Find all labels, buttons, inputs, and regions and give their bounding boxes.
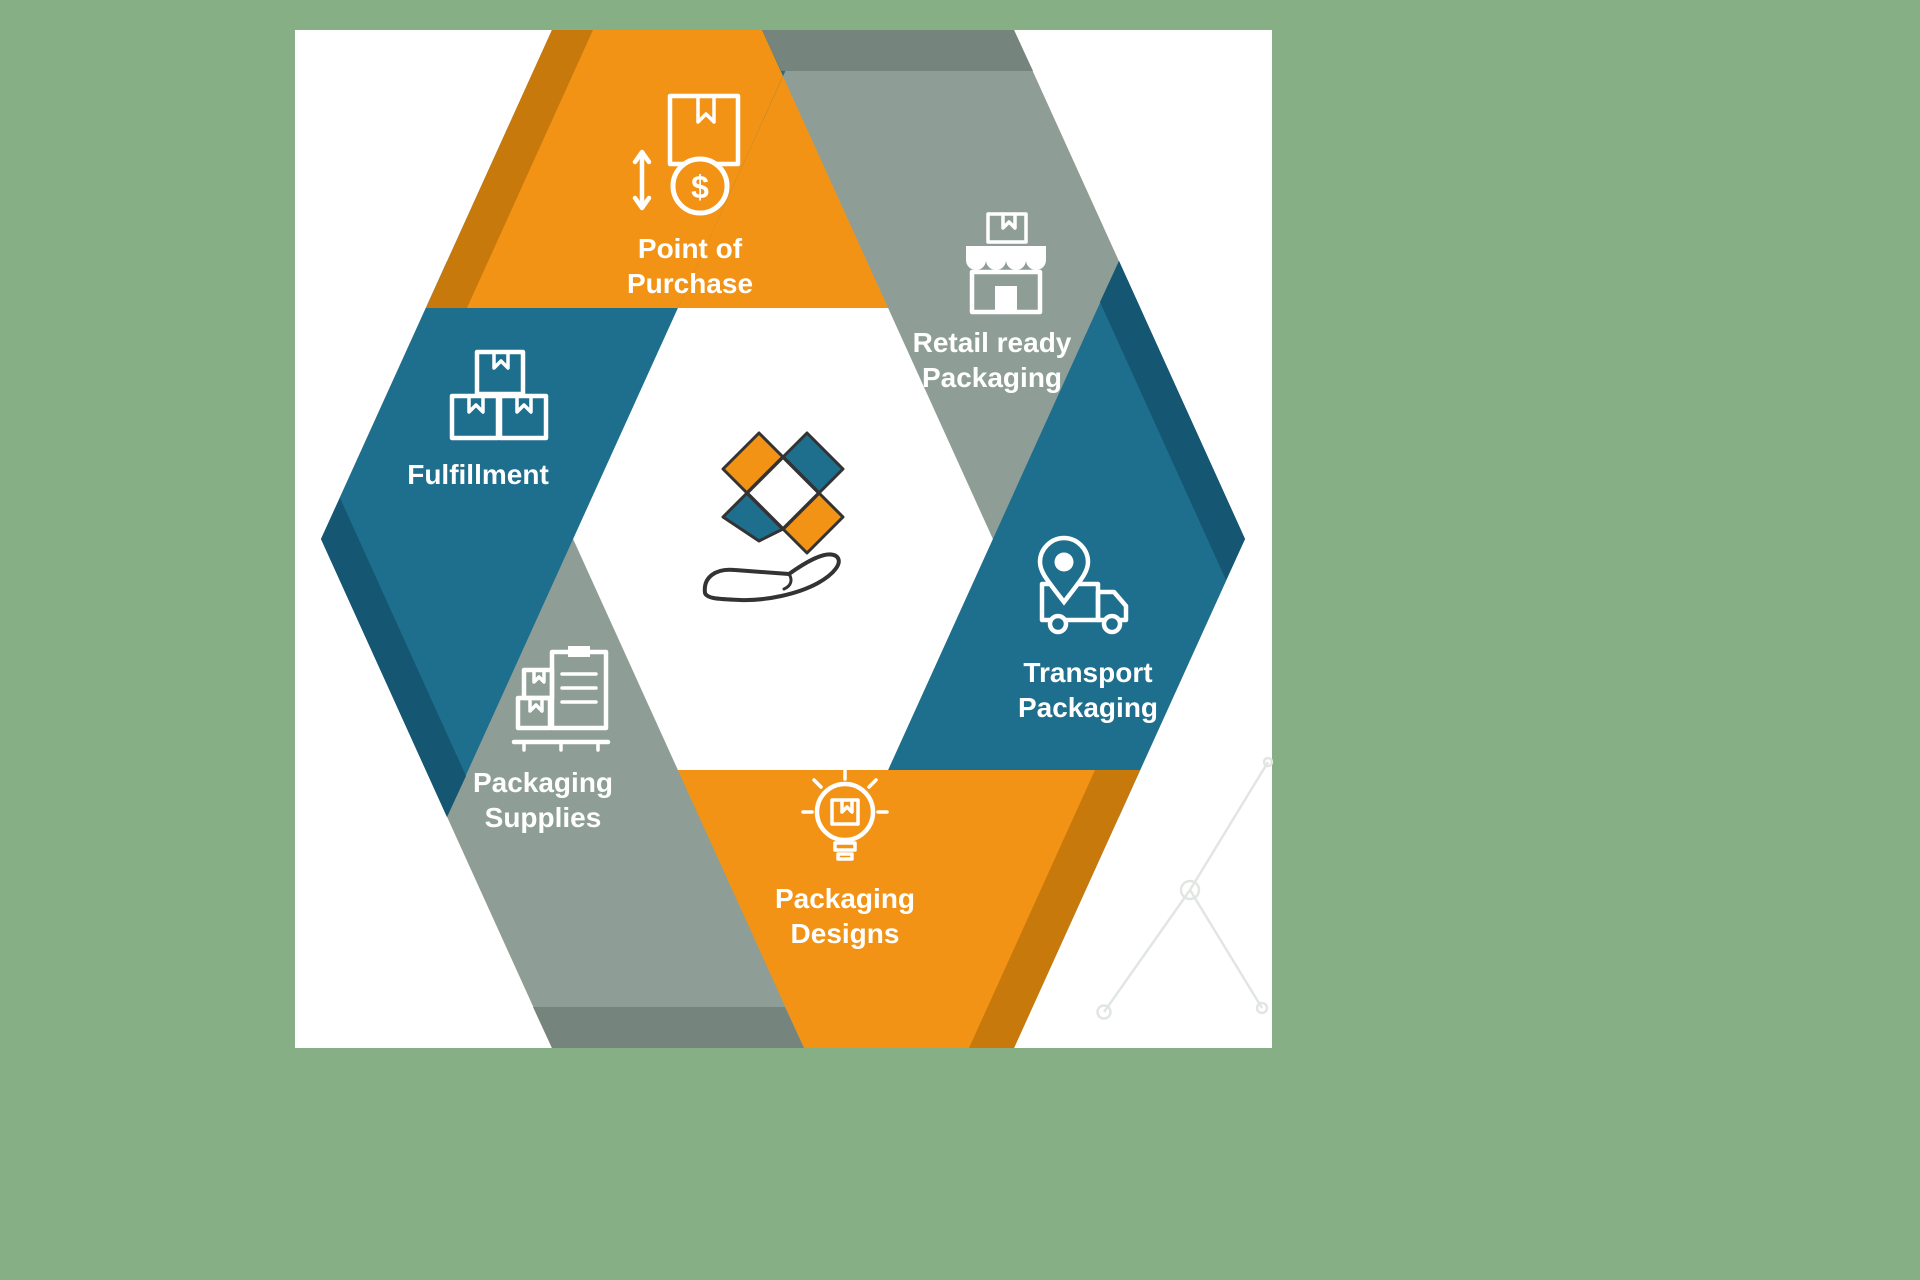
truck-location-pin-icon [1037,535,1129,635]
segment-label-line: Supplies [485,802,602,833]
segment-point-of-purchase-band-overlap [426,30,783,308]
fold-shadow-orange-top [426,30,593,308]
bulb-box [830,798,860,826]
segment-packaging-supplies: Packaging Supplies [473,646,613,833]
segment-label-line: Packaging [922,362,1062,393]
fulfillment-box-bookmark [515,394,533,414]
hand-open-box-icon [702,431,845,603]
price-box-dollar-icon: $ [632,93,741,216]
truck-wheel [1047,613,1069,635]
awning-scallop [1006,250,1026,270]
fold-shadow-orange-bottom [969,770,1140,1048]
bulb-base-tip [836,852,854,861]
watermark-node [1096,1004,1112,1020]
awning-scallop [1026,250,1046,270]
clipboard-clip [568,646,590,657]
segment-label-line: Packaging [775,883,915,914]
bulb-glass [814,781,876,843]
segment-label-line: Point of [638,233,743,264]
awning-scallop [986,250,1006,270]
sign-bookmark-mark [1001,212,1017,230]
segment-packaging-designs: Packaging Designs [775,769,915,949]
dollar-sign: $ [691,169,709,205]
fold-shadow-gray-left [533,1007,804,1048]
hand-finger-line [782,572,793,591]
watermark-node [1255,1001,1269,1015]
bulb-ray [812,778,823,789]
dollar-coin [670,156,730,216]
segment-label-line: Packaging [473,767,613,798]
watermark-node [1262,756,1274,768]
truck-cab [1095,589,1129,623]
segment-transport-packaging: Transport Packaging [1018,535,1158,723]
fulfillment-box-right [497,393,549,441]
price-arrow-down-head [632,195,652,211]
fold-shadow-teal-left [321,498,466,817]
segment-retail-ready-packaging: Retail ready Packaging [913,212,1072,393]
segment-label-line: Purchase [627,268,753,299]
segment-fulfillment: Fulfillment [407,349,549,490]
storefront-icon [966,212,1046,315]
supplies-box [521,667,555,701]
fulfillment-box-bookmark [467,394,485,414]
bulb-ray [867,778,878,789]
watermark-lines [1102,761,1270,1013]
lightbulb-box-icon [801,769,889,861]
store-sign-box [986,212,1028,244]
location-pin-hole [1054,552,1074,572]
fulfillment-box-bookmark [492,350,510,370]
network-watermark [1096,756,1274,1020]
segment-label-line: Retail ready [913,327,1072,358]
segment-label-line: Designs [791,918,900,949]
fold-shadow-teal-right [1100,261,1245,580]
segment-label-line: Packaging [1018,692,1158,723]
bulb-box-bookmark [840,798,854,814]
clipboard-boxes-icon [511,646,611,752]
supplies-box-bookmark [528,696,544,713]
box-bookmark-mark [696,94,716,124]
box-opening [745,455,821,531]
store-door [995,286,1017,312]
price-arrow-up-head [632,149,652,165]
segment-label-line: Fulfillment [407,459,549,490]
bulb-base [833,841,857,852]
segment-point-of-purchase: $ Point of Purchase [627,93,753,299]
hexagon-ribbons [321,30,1245,1048]
stacked-boxes-icon [449,349,549,441]
segment-label-line: Transport [1023,657,1152,688]
store-awning [966,246,1046,260]
fold-shadow-gray-right [762,30,1033,71]
truck-wheel [1101,613,1123,635]
watermark-node [1179,879,1201,901]
supplies-box-bookmark [532,668,546,684]
awning-scallop [966,250,986,270]
open-hand [702,552,841,603]
